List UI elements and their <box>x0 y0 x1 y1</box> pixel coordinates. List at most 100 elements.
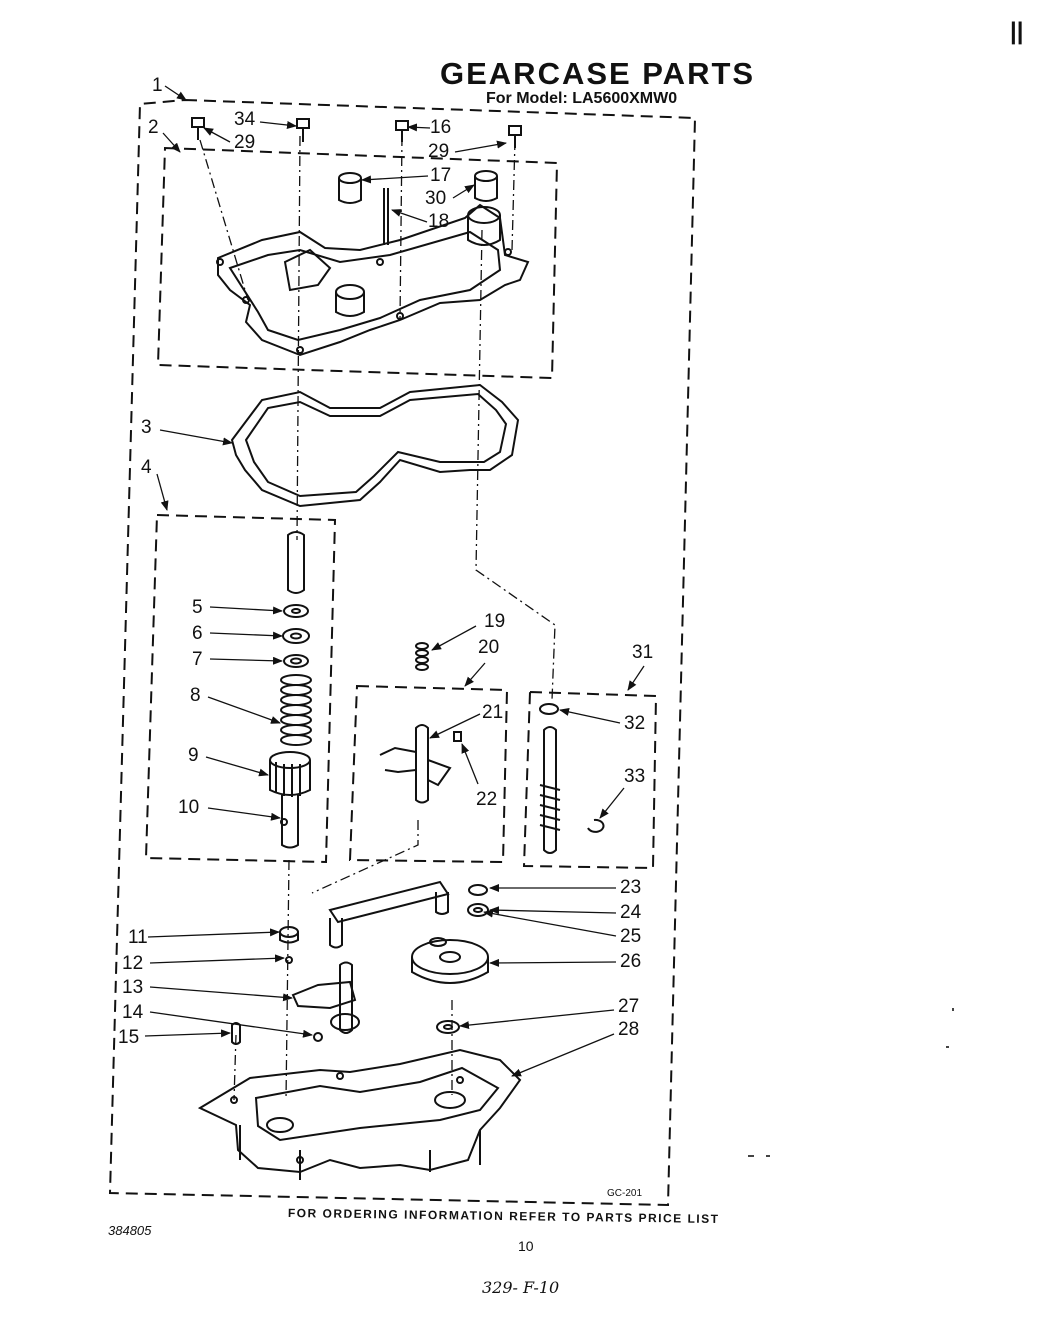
callout-23: 23 <box>620 877 642 898</box>
callout-19: 19 <box>484 611 506 632</box>
scan-speck <box>952 1008 954 1011</box>
leader-12 <box>149 954 285 964</box>
bushing-30 <box>474 170 498 202</box>
leader-15 <box>144 1029 231 1038</box>
callout-25: 25 <box>620 926 642 947</box>
drive-link <box>328 880 450 949</box>
leader-6 <box>209 631 283 640</box>
leader-34 <box>259 121 297 129</box>
spring-19 <box>415 642 429 671</box>
leader-9 <box>205 756 269 777</box>
pinion-gear-9 <box>269 751 311 849</box>
callout-27: 27 <box>618 996 640 1017</box>
washer-7 <box>283 654 309 668</box>
crank-13 <box>291 961 360 1034</box>
washer-32 <box>539 703 559 715</box>
leader-3 <box>159 429 233 446</box>
screw-34 <box>296 118 310 142</box>
leader-5 <box>209 606 283 615</box>
bushing-17 <box>338 172 362 204</box>
callout-12: 12 <box>122 953 144 974</box>
screw-29-right <box>508 125 522 148</box>
callout-7: 7 <box>192 649 203 670</box>
page-title: GEARCASE PARTS <box>440 56 756 91</box>
leader-13 <box>149 986 293 1002</box>
ball-12 <box>285 956 293 964</box>
worm-shaft <box>539 726 561 854</box>
gearcase-base-28 <box>197 1048 522 1180</box>
leader-16 <box>407 123 431 132</box>
washer-6 <box>282 628 310 644</box>
callout-9: 9 <box>188 745 199 766</box>
page-number: 10 <box>518 1238 534 1254</box>
pin-14 <box>313 1032 323 1042</box>
leader-4 <box>156 473 169 511</box>
callout-3: 3 <box>141 417 152 438</box>
callout-22: 22 <box>476 789 498 810</box>
pin-18 <box>383 188 389 245</box>
leader-20 <box>464 662 486 687</box>
retaining-ring-33 <box>587 818 605 833</box>
callout-2: 2 <box>148 117 159 138</box>
screw-16 <box>395 120 409 142</box>
scan-speck <box>748 1155 754 1157</box>
alignment-line <box>285 859 290 1101</box>
alignment-line <box>311 820 419 894</box>
alignment-line <box>511 139 516 251</box>
set-screw-22 <box>453 731 462 742</box>
callout-14: 14 <box>122 1002 144 1023</box>
leader-21 <box>429 713 481 739</box>
callout-6: 6 <box>192 623 203 644</box>
leader-28 <box>511 1033 615 1077</box>
leader-31 <box>627 665 645 691</box>
gearcase-cover <box>216 203 530 357</box>
model-line: For Model: LA5600XMW0 <box>486 90 678 107</box>
callout-21: 21 <box>482 702 504 723</box>
leader-19 <box>431 625 477 651</box>
group-2-boundary <box>156 146 559 380</box>
leader-26 <box>489 958 617 967</box>
washer-23 <box>468 884 488 896</box>
spring-8 <box>280 674 312 746</box>
callout-16: 16 <box>430 117 452 138</box>
screw-29-left <box>191 117 205 140</box>
washer-27 <box>436 1020 460 1034</box>
gasket-3-inner <box>244 392 508 498</box>
callout-17: 17 <box>430 165 452 186</box>
group-4-boundary <box>144 513 337 864</box>
callout-29-right: 29 <box>428 141 450 162</box>
leader-2 <box>162 132 181 153</box>
washer-24 <box>467 903 489 917</box>
large-gear-26 <box>411 937 489 984</box>
handwritten-note: 329- F-10 <box>482 1278 560 1297</box>
callout-30: 30 <box>425 188 447 209</box>
document-number: 384805 <box>108 1223 152 1238</box>
alignment-line <box>233 1034 237 1101</box>
callout-8: 8 <box>190 685 201 706</box>
leader-1 <box>164 85 187 101</box>
leader-14 <box>149 1011 313 1038</box>
alignment-line <box>399 135 403 321</box>
leader-11 <box>147 928 280 938</box>
leader-29b <box>454 140 507 153</box>
leader-30 <box>452 184 475 199</box>
leader-33 <box>599 787 625 819</box>
washer-5 <box>283 604 309 618</box>
callout-5: 5 <box>192 597 203 618</box>
leader-29a <box>203 127 231 143</box>
group-31-boundary <box>522 690 658 870</box>
callout-10: 10 <box>178 797 200 818</box>
callout-15: 15 <box>118 1027 140 1048</box>
scan-speck <box>946 1046 949 1048</box>
leader-32 <box>559 707 621 724</box>
leader-8 <box>207 696 281 724</box>
callout-33: 33 <box>624 766 646 787</box>
callout-18: 18 <box>428 211 450 232</box>
callout-34: 34 <box>234 109 256 130</box>
leader-27 <box>459 1009 615 1030</box>
leader-24 <box>489 906 617 915</box>
alignment-line <box>475 229 556 701</box>
callout-11: 11 <box>128 927 148 948</box>
callout-20: 20 <box>478 637 500 658</box>
